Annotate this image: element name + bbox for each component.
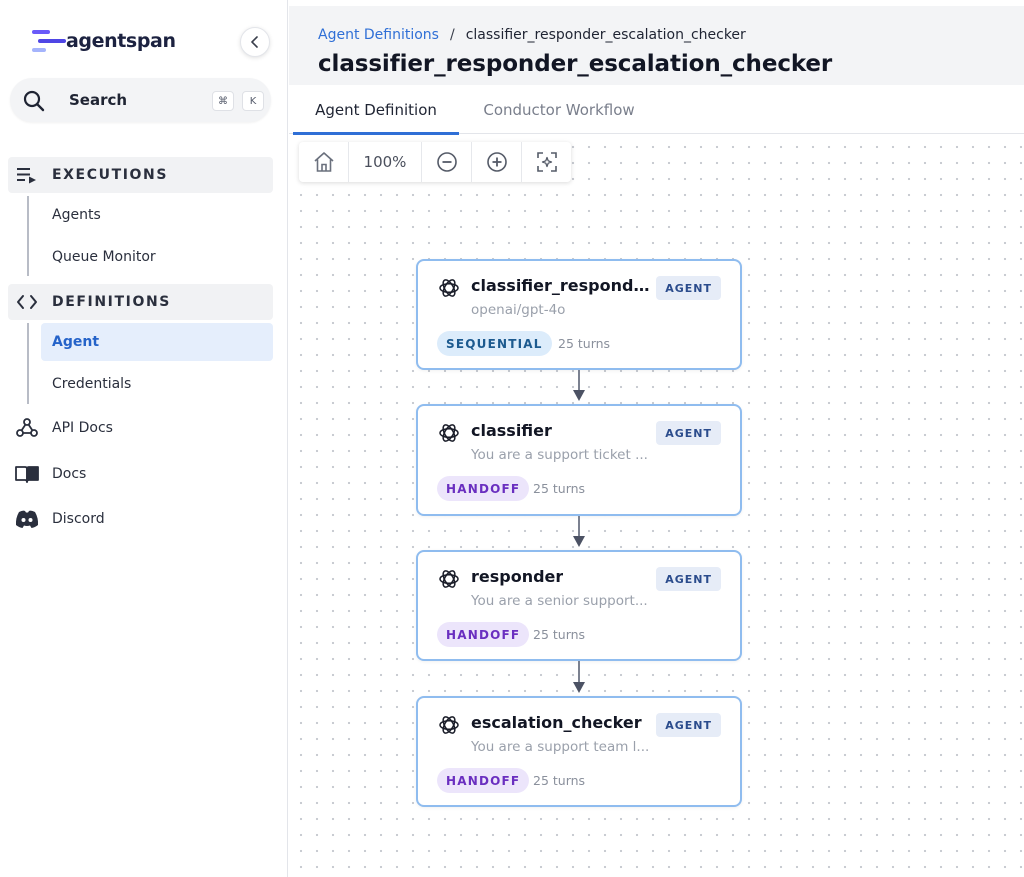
tab-conductor-workflow[interactable]: Conductor Workflow bbox=[483, 100, 635, 119]
agent-node[interactable]: escalation_checker You are a support tea… bbox=[416, 696, 742, 807]
collapse-sidebar-button[interactable] bbox=[240, 27, 270, 57]
agent-node-instructions: You are a support ticket ... bbox=[471, 447, 648, 463]
tab-agent-definition[interactable]: Agent Definition bbox=[293, 85, 459, 135]
sidebar-item-agents[interactable]: Agents bbox=[41, 196, 273, 234]
page-header: Agent Definitions / classifier_responder… bbox=[289, 6, 1024, 85]
search-icon bbox=[23, 90, 45, 112]
section-executions-label: EXECUTIONS bbox=[52, 167, 169, 183]
sidebar-item-agent[interactable]: Agent bbox=[41, 323, 273, 361]
edge-arrow-icon bbox=[573, 536, 585, 547]
focus-icon bbox=[536, 152, 557, 172]
zoom-out-button[interactable] bbox=[422, 142, 472, 182]
agentspan-logo[interactable]: agentspan bbox=[32, 24, 176, 58]
tree-line bbox=[27, 196, 29, 276]
max-turns-label: 25 turns bbox=[533, 627, 586, 642]
logo-wordmark: agentspan bbox=[66, 30, 176, 52]
executions-icon bbox=[17, 168, 36, 184]
strategy-badge: SEQUENTIAL bbox=[437, 331, 552, 356]
sidebar-item-api-docs[interactable]: API Docs bbox=[14, 409, 273, 447]
search-button[interactable]: Search ⌘ K bbox=[10, 78, 271, 122]
max-turns-label: 25 turns bbox=[533, 773, 586, 788]
breadcrumb-separator: / bbox=[449, 27, 455, 43]
sidebar-item-label: Credentials bbox=[52, 376, 132, 392]
search-label: Search bbox=[69, 91, 128, 109]
agent-node-name: escalation_checker bbox=[471, 713, 642, 732]
breadcrumb-current: classifier_responder_escalation_checker bbox=[465, 27, 746, 43]
agent-type-badge: AGENT bbox=[656, 713, 721, 737]
breadcrumb-link-agent-definitions[interactable]: Agent Definitions bbox=[318, 27, 439, 43]
openai-icon bbox=[439, 424, 459, 442]
sidebar-item-docs[interactable]: Docs bbox=[14, 455, 273, 493]
sidebar-item-label: Docs bbox=[52, 466, 87, 482]
agent-type-badge: AGENT bbox=[656, 567, 721, 591]
zoom-in-button[interactable] bbox=[472, 142, 522, 182]
logo-mark-icon bbox=[32, 26, 68, 56]
sidebar: agentspan Search ⌘ K EXECUTIONS Agents Q… bbox=[0, 0, 288, 877]
agent-node-instructions: You are a senior support... bbox=[471, 593, 648, 609]
sidebar-item-label: Discord bbox=[52, 511, 105, 527]
breadcrumb: Agent Definitions / classifier_responder… bbox=[318, 27, 746, 43]
zoom-in-icon bbox=[486, 152, 507, 172]
agent-node[interactable]: responder You are a senior support... AG… bbox=[416, 550, 742, 661]
tab-bar: Agent Definition Conductor Workflow bbox=[289, 85, 1024, 135]
agent-node[interactable]: classifier_respond... openai/gpt-4o AGEN… bbox=[416, 259, 742, 370]
edge-arrow-icon bbox=[573, 390, 585, 401]
sidebar-item-queue-monitor[interactable]: Queue Monitor bbox=[41, 238, 273, 276]
openai-icon bbox=[439, 279, 459, 297]
sidebar-item-label: API Docs bbox=[52, 420, 113, 436]
max-turns-label: 25 turns bbox=[558, 336, 611, 351]
fit-home-button[interactable] bbox=[299, 142, 349, 182]
sidebar-item-discord[interactable]: Discord bbox=[14, 500, 273, 538]
sidebar-item-label: Queue Monitor bbox=[52, 249, 156, 265]
canvas-toolbar: 100% bbox=[299, 142, 571, 182]
edge-line bbox=[578, 370, 580, 390]
book-icon bbox=[14, 463, 40, 485]
strategy-badge: HANDOFF bbox=[437, 768, 530, 793]
page-title: classifier_responder_escalation_checker bbox=[318, 51, 833, 77]
strategy-badge: HANDOFF bbox=[437, 476, 530, 501]
code-brackets-icon bbox=[17, 295, 37, 309]
agent-type-badge: AGENT bbox=[656, 421, 721, 445]
workflow-canvas[interactable]: 100% bbox=[289, 135, 1024, 877]
section-executions[interactable]: EXECUTIONS bbox=[8, 157, 273, 193]
section-definitions[interactable]: DEFINITIONS bbox=[8, 284, 273, 320]
agent-node[interactable]: classifier You are a support ticket ... … bbox=[416, 404, 742, 516]
section-definitions-label: DEFINITIONS bbox=[52, 294, 171, 310]
zoom-out-icon bbox=[436, 152, 457, 172]
fit-view-button[interactable] bbox=[522, 142, 571, 182]
agent-node-name: classifier_respond... bbox=[471, 276, 651, 295]
chevron-left-icon bbox=[251, 36, 258, 48]
webhook-icon bbox=[14, 417, 40, 439]
edge-line bbox=[578, 516, 580, 536]
agent-node-model: openai/gpt-4o bbox=[471, 302, 566, 318]
openai-icon bbox=[439, 716, 459, 734]
edge-arrow-icon bbox=[573, 682, 585, 693]
shortcut-key-cmd: ⌘ bbox=[212, 91, 234, 111]
strategy-badge: HANDOFF bbox=[437, 622, 530, 647]
discord-icon bbox=[14, 508, 40, 530]
agent-node-name: responder bbox=[471, 567, 564, 586]
agent-type-badge: AGENT bbox=[656, 276, 721, 300]
openai-icon bbox=[439, 570, 459, 588]
sidebar-item-label: Agent bbox=[52, 334, 100, 350]
shortcut-key-k: K bbox=[242, 91, 264, 111]
agent-node-name: classifier bbox=[471, 421, 552, 440]
sidebar-item-label: Agents bbox=[52, 207, 101, 223]
sidebar-item-credentials[interactable]: Credentials bbox=[41, 365, 273, 403]
edge-line bbox=[578, 661, 580, 682]
tree-line bbox=[27, 323, 29, 404]
zoom-level: 100% bbox=[349, 142, 422, 182]
main-content: Agent Definitions / classifier_responder… bbox=[289, 0, 1024, 877]
max-turns-label: 25 turns bbox=[533, 481, 586, 496]
home-icon bbox=[313, 152, 334, 172]
agent-node-instructions: You are a support team l... bbox=[471, 739, 650, 755]
